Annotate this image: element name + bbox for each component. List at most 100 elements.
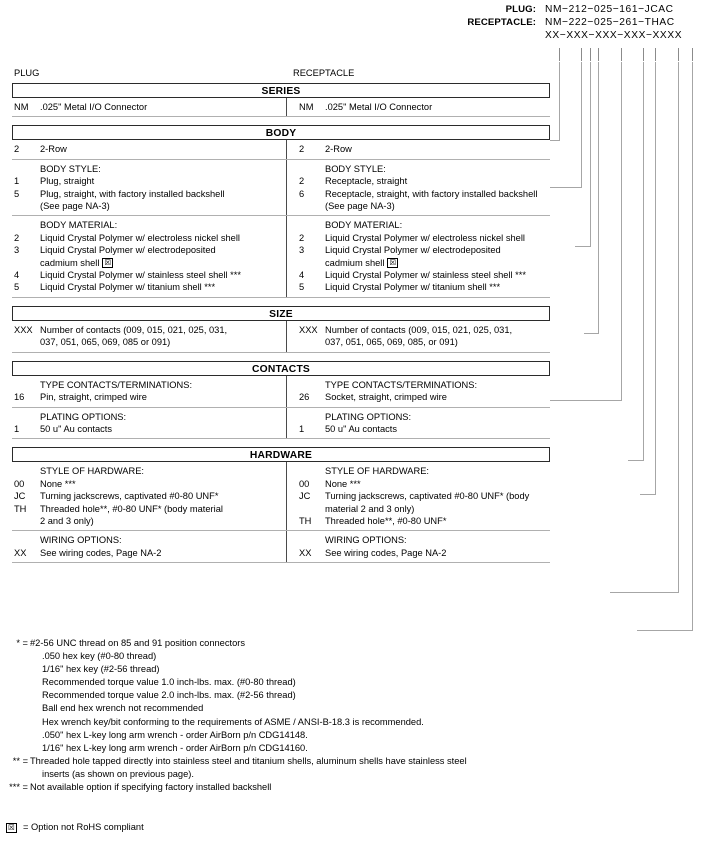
hardware-wiring-receptacle-code: XX: [299, 547, 312, 558]
contacts-type-plug-text: Pin, straight, crimped wire: [40, 392, 147, 403]
series-plug-text: .025" Metal I/O Connector: [40, 102, 148, 112]
footnote-double-star-line-1: inserts (as shown on previous page).: [42, 768, 194, 779]
leader-v-body-row: [581, 62, 582, 187]
hardware-style-plug-cell: STYLE OF HARDWARE: 00 None *** JC Turnin…: [12, 462, 286, 530]
part-number-pattern: XX−XXX−XXX−XXX−XXXX: [545, 30, 683, 41]
contacts-plating-receptacle-code: 1: [299, 423, 305, 434]
leader-h-body-style: [575, 246, 591, 247]
body-material-plug-code-1: 2: [14, 232, 20, 243]
contacts-type-receptacle-cell: TYPE CONTACTS/TERMINATIONS: 26 Socket, s…: [286, 375, 550, 407]
section-band-hardware: HARDWARE: [12, 447, 550, 463]
footnotes-block: * = #2-56 UNC thread on 85 and 91 positi…: [6, 637, 706, 834]
hardware-style-plug-option-1: 00 None ***: [14, 478, 284, 490]
leader-v-hardware-style: [678, 62, 679, 592]
leader-h-body-material: [584, 333, 599, 334]
section-band-contacts: CONTACTS: [12, 360, 550, 376]
body-row-receptacle-cell: 2 2-Row: [286, 140, 550, 159]
hardware-style-plug-code-3: TH: [14, 503, 27, 514]
footnote-star-mark: * =: [16, 638, 28, 648]
leader-h-contacts-plating: [640, 494, 656, 495]
body-material-receptacle-text-1: Liquid Crystal Polymer w/ electroless ni…: [325, 232, 525, 243]
part-number-breakdown-diagram: PLUG RECEPTACLE SERIES NM .025" Metal I/…: [12, 68, 550, 564]
hardware-style-plug-text-1: None ***: [40, 478, 76, 489]
body-style-receptacle-heading: BODY STYLE:: [325, 163, 386, 174]
hardware-wiring-receptacle-option: XX See wiring codes, Page NA-2: [299, 547, 548, 559]
body-row-group: 2 2-Row 2 2-Row: [12, 140, 550, 160]
footnote-double-star-first: ** = Threaded hole tapped directly into …: [6, 755, 706, 768]
hardware-style-plug-text-2: Turning jackscrews, captivated #0-80 UNF…: [40, 491, 219, 502]
contacts-type-receptacle-option: 26 Socket, straight, crimped wire: [299, 391, 548, 403]
hardware-wiring-plug-text: See wiring codes, Page NA-2: [40, 547, 162, 558]
body-style-receptacle-cell: BODY STYLE: 2 Receptacle, straight 6 Rec…: [286, 159, 550, 216]
body-style-receptacle-code-1: 2: [299, 176, 305, 187]
leader-v-hardware-wiring: [692, 62, 693, 630]
body-material-plug-cont-text-2: cadmium shell: [40, 257, 100, 268]
section-band-series: SERIES: [12, 83, 550, 98]
footnote-double-star-mark: ** =: [12, 755, 28, 766]
tick-mark-body-material: [598, 48, 599, 61]
footnote-star-line-6: Hex wrench key/bit conforming to the req…: [42, 716, 424, 727]
body-row-plug-option: 2 2-Row: [14, 143, 284, 155]
body-material-plug-heading: BODY MATERIAL:: [40, 220, 118, 231]
body-style-row-group: BODY STYLE: 1 Plug, straight 5 Plug, str…: [12, 159, 550, 217]
hardware-style-receptacle-code-2: JC: [299, 491, 311, 502]
receptacle-part-number-row: RECEPTACLE: NM−222−025−261−THAC: [0, 16, 710, 29]
body-style-plug-option-1: 1 Plug, straight: [14, 175, 284, 187]
column-heading-plug: PLUG: [14, 68, 40, 78]
hardware-style-receptacle-code-3: TH: [299, 515, 312, 526]
column-headings: PLUG RECEPTACLE: [12, 68, 550, 83]
tick-mark-body-style: [590, 48, 591, 61]
body-material-receptacle-option-2: 3 Liquid Crystal Polymer w/ electrodepos…: [299, 244, 548, 269]
footnote-triple-star-first: *** = Not available option if specifying…: [6, 781, 706, 794]
body-material-plug-text-2: Liquid Crystal Polymer w/ electrodeposit…: [40, 245, 216, 256]
series-plug-cell: NM .025" Metal I/O Connector: [12, 98, 286, 116]
body-material-receptacle-cell: BODY MATERIAL: 2 Liquid Crystal Polymer …: [286, 216, 550, 297]
contacts-type-receptacle-code: 26: [299, 392, 310, 403]
leader-v-contacts-plating: [655, 62, 656, 494]
tick-mark-body-row: [581, 48, 582, 61]
hardware-wiring-plug-code: XX: [14, 547, 27, 558]
body-material-receptacle-cont-text-2: cadmium shell: [325, 257, 385, 268]
hardware-style-receptacle-text-3: Threaded hole**, #0-80 UNF*: [325, 515, 447, 526]
tick-mark-hardware-wiring: [692, 48, 693, 61]
tick-mark-contacts-type: [643, 48, 644, 61]
contacts-plating-plug-text: 50 u" Au contacts: [40, 423, 113, 434]
hardware-style-plug-code-2: JC: [14, 491, 26, 502]
footnote-star-first-text: #2-56 UNC thread on 85 and 91 position c…: [30, 638, 245, 648]
tick-mark-series: [559, 48, 560, 61]
tick-mark-hardware-style: [678, 48, 679, 61]
body-material-receptacle-option-1: 2 Liquid Crystal Polymer w/ electroless …: [299, 232, 548, 244]
contacts-plating-plug-heading: PLATING OPTIONS:: [40, 411, 127, 422]
body-material-receptacle-option-3: 4 Liquid Crystal Polymer w/ stainless st…: [299, 269, 548, 281]
leader-v-body-material: [598, 62, 599, 333]
hardware-wiring-plug-cell: WIRING OPTIONS: XX See wiring codes, Pag…: [12, 531, 286, 562]
series-receptacle-text: .025" Metal I/O Connector: [325, 102, 433, 112]
hardware-wiring-plug-option: XX See wiring codes, Page NA-2: [14, 547, 284, 559]
body-material-receptacle-option-4: 5 Liquid Crystal Polymer w/ titanium she…: [299, 281, 548, 293]
footnote-star-line-8: 1/16" hex L-key long arm wrench - order …: [42, 742, 308, 753]
section-band-size: SIZE: [12, 305, 550, 321]
body-material-plug-text-1: Liquid Crystal Polymer w/ electroless ni…: [40, 232, 240, 243]
body-material-receptacle-text-4: Liquid Crystal Polymer w/ titanium shell…: [325, 282, 501, 293]
leader-h-series: [550, 140, 560, 141]
size-plug-cell: XXX Number of contacts (009, 015, 021, 0…: [12, 321, 286, 352]
rohs-noncompliant-icon: ☒: [102, 257, 114, 268]
leader-h-size: [550, 400, 622, 401]
contacts-type-plug-code: 16: [14, 392, 25, 403]
hardware-style-receptacle-cell: STYLE OF HARDWARE: 00 None *** JC Turnin…: [286, 462, 550, 531]
hardware-style-receptacle-code-1: 00: [299, 478, 310, 489]
hardware-style-plug-option-3: TH Threaded hole**, #0-80 UNF* (body mat…: [14, 503, 284, 528]
body-material-plug-text-4: Liquid Crystal Polymer w/ titanium shell…: [40, 282, 216, 293]
body-style-receptacle-cont-2: (See page NA-3): [325, 201, 395, 212]
part-number-pattern-row: XX−XXX−XXX−XXX−XXXX: [0, 29, 710, 42]
body-style-plug-text-1: Plug, straight: [40, 176, 95, 187]
contacts-plating-plug-option: 1 50 u" Au contacts: [14, 423, 284, 435]
footnote-triple-star-mark: *** =: [9, 782, 28, 793]
leader-v-contacts-type: [643, 62, 644, 460]
tick-mark-contacts-plating: [655, 48, 656, 61]
body-style-receptacle-text-1: Receptacle, straight: [325, 176, 408, 187]
size-receptacle-code: XXX: [299, 324, 318, 335]
footnote-double-star-first-text: Threaded hole tapped directly into stain…: [30, 755, 467, 766]
size-plug-code: XXX: [14, 324, 33, 335]
body-style-plug-cont-2: (See page NA-3): [40, 201, 110, 212]
